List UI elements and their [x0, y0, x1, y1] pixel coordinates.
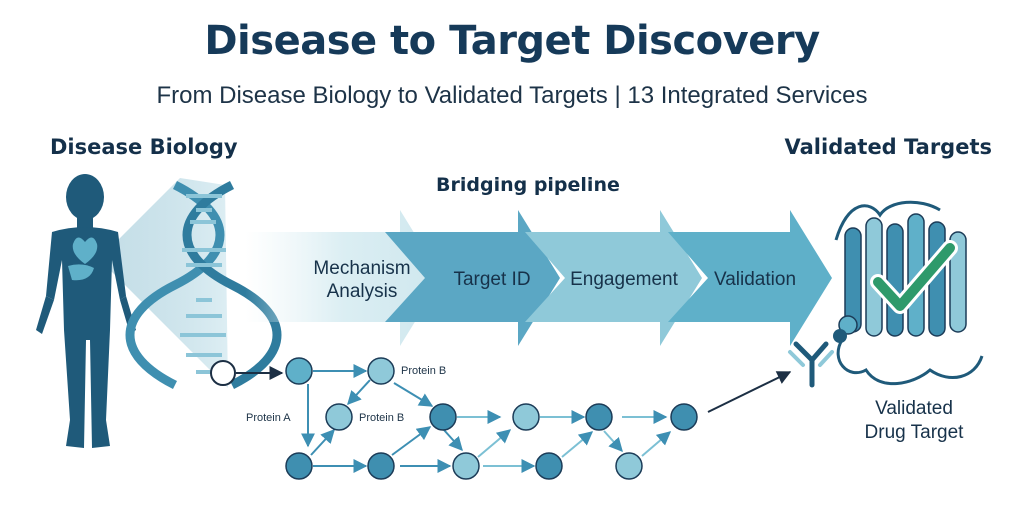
antibody-icon: [788, 341, 834, 388]
stage-validation: Validation: [696, 269, 814, 292]
liver-icon: [68, 264, 94, 281]
network-edges: [236, 364, 792, 473]
network-node: [452, 452, 480, 480]
label-bridging-pipeline: Bridging pipeline: [436, 174, 620, 196]
drug-label-line: Validated: [875, 398, 953, 419]
network-node: [285, 452, 313, 480]
label-validated-targets: Validated Targets: [784, 135, 992, 159]
network-node: [367, 452, 395, 480]
dna-focus-circle: [210, 360, 236, 386]
stage-line: Validation: [713, 269, 797, 290]
stage-line: Analysis: [326, 280, 398, 302]
arrow-target-id: [385, 210, 560, 346]
validated-drug-target-label: Validated Drug Target: [848, 397, 980, 445]
arrow-validation: [668, 210, 832, 346]
stage-target-id: Target ID: [428, 269, 556, 292]
network-node: [367, 357, 395, 385]
network-node: [535, 452, 563, 480]
network-node: [285, 357, 313, 385]
check-icon: [873, 243, 955, 311]
stage-line: Mechanism: [313, 258, 411, 279]
drug-label-line: Drug Target: [864, 421, 964, 443]
stage-line: Engagement: [570, 269, 678, 290]
stage-mechanism-analysis: Mechanism Analysis: [292, 258, 432, 304]
dna-helix-icon: [125, 180, 282, 390]
stage-engagement: Engagement: [560, 269, 688, 292]
stage-line: Target ID: [453, 269, 531, 290]
network-node: [429, 403, 457, 431]
network-label-protein-b-mid: Protein B: [359, 412, 404, 424]
pipeline-arrows: [245, 210, 832, 346]
network-label-protein-b-top: Protein B: [401, 365, 446, 377]
page-subtitle: From Disease Biology to Validated Target…: [156, 82, 868, 109]
human-silhouette: [36, 174, 136, 448]
page-title: Disease to Target Discovery: [204, 18, 820, 64]
network-node: [512, 403, 540, 431]
network-node: [585, 403, 613, 431]
network-node: [615, 452, 643, 480]
network-label-protein-a: Protein A: [246, 412, 291, 424]
arrow-engagement: [525, 210, 702, 346]
network-node: [670, 403, 698, 431]
network-node: [325, 403, 353, 431]
heart-icon: [72, 237, 98, 264]
arrow-mechanism: [245, 210, 442, 346]
label-disease-biology: Disease Biology: [50, 135, 238, 159]
network-nodes: [285, 357, 698, 480]
